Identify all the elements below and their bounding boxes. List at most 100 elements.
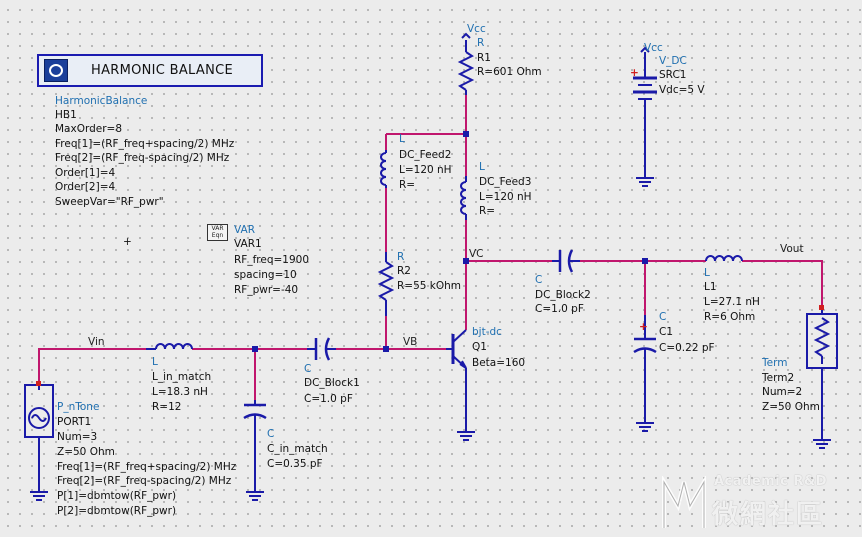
term2-port[interactable]	[806, 308, 838, 432]
c-in-match-type-label: C	[267, 428, 274, 440]
var-param-line: RF_pwr=-40	[234, 284, 298, 296]
c1-capacitor[interactable]	[633, 315, 657, 415]
dc-block1-value: C=1.0 pF	[304, 393, 353, 405]
dc-feed3-value: L=120 nH	[479, 191, 532, 203]
q1-bjt[interactable]	[446, 329, 467, 424]
dc-block1-name: DC_Block1	[304, 377, 360, 389]
dc-feed3-type-label: L	[479, 161, 485, 173]
port1-type-label: P_nTone	[57, 401, 99, 413]
ground-q1	[456, 423, 476, 441]
port1-params[interactable]: P_nTone PORT1 Num=3 Z=50 Ohm Freq[1]=(RF…	[57, 401, 237, 517]
hb-param-line: Freq[2]=(RF_freq-spacing/2) MHz	[55, 152, 230, 164]
vdc-name: SRC1	[659, 69, 686, 81]
junction-dots	[252, 131, 648, 352]
dc-feed3-inductor[interactable]	[460, 176, 467, 220]
dc-feed2-name: DC_Feed2	[399, 149, 451, 161]
term2-num: Num=2	[762, 386, 802, 398]
port1-param-line: PORT1	[57, 416, 91, 428]
port1-source[interactable]	[24, 383, 54, 484]
l-in-match-name: L_in_match	[152, 371, 211, 383]
junction-vb	[383, 346, 389, 352]
l1-type-label: L	[704, 267, 710, 279]
l-in-match-inductor[interactable]	[146, 343, 193, 350]
dc-block2-capacitor[interactable]	[552, 249, 580, 273]
crosshair-marker: +	[123, 236, 132, 248]
port1-param-line: Freq[1]=(RF_freq+spacing/2) MHz	[57, 461, 237, 473]
r2-type-label: R	[397, 251, 404, 263]
port1-pin	[36, 381, 41, 386]
ground-c1	[635, 414, 655, 432]
hb-params[interactable]: HarmonicBalance HB1 MaxOrder=8 Freq[1]=(…	[55, 95, 235, 208]
net-label-vb: VB	[403, 336, 417, 348]
c1-type-label: C	[659, 311, 666, 323]
hb-param-line: HB1	[55, 109, 77, 121]
r2-resistor[interactable]	[377, 252, 395, 316]
hb-param-line: Order[2]=4	[55, 181, 116, 193]
q1-name: Q1	[472, 341, 487, 353]
l1-name: L1	[704, 281, 717, 293]
r2-value: R=55 kOhm	[397, 280, 461, 292]
c-in-match-value: C=0.35 pF	[267, 458, 323, 470]
ground-port1	[29, 483, 49, 501]
dc-feed3-r: R=	[479, 205, 495, 217]
watermark-text: Academic R&D	[714, 474, 828, 489]
dc-block2-value: C=1.0 pF	[535, 303, 584, 315]
dc-feed2-value: L=120 nH	[399, 164, 452, 176]
dc-feed2-type-label: L	[399, 133, 405, 145]
vcc-marker-r1	[461, 32, 471, 39]
junction-c1	[642, 258, 648, 264]
c1-value: C=0.22 pF	[659, 342, 715, 354]
c1-name: C1	[659, 326, 673, 338]
ground-term2	[812, 431, 832, 449]
dc-block2-name: DC_Block2	[535, 289, 591, 301]
l1-r: R=6 Ohm	[704, 311, 755, 323]
ground-c-in-match	[245, 483, 265, 501]
var-param-line: spacing=10	[234, 269, 297, 281]
vdc-plus-sign: +	[630, 67, 639, 79]
l-in-match-type-label: L	[152, 356, 158, 368]
dc-feed2-inductor[interactable]	[380, 150, 387, 188]
hb-param-line: Freq[1]=(RF_freq+spacing/2) MHz	[55, 138, 235, 150]
var-param-line: RF_freq=1900	[234, 254, 309, 266]
watermark: Academic R&D 微網社區	[660, 474, 860, 534]
term2-name: Term2	[761, 372, 794, 384]
port1-param-line: Freq[2]=(RF_freq-spacing/2) MHz	[57, 475, 232, 487]
vdc-type-label: V_DC	[659, 55, 687, 67]
term2-impedance: Z=50 Ohm	[762, 401, 820, 413]
harmonic-balance-title: HARMONIC BALANCE	[91, 63, 233, 78]
net-label-vc: VC	[469, 248, 484, 260]
c-in-match-name: C_in_match	[267, 443, 328, 455]
c-in-match-capacitor[interactable]	[243, 400, 267, 484]
port1-param-line: P[1]=dbmtow(RF_pwr)	[57, 490, 176, 502]
port-pins	[36, 305, 824, 386]
dc-feed2-r: R=	[399, 179, 415, 191]
ground-vdc	[635, 169, 655, 187]
harmonic-balance-controller[interactable]: HARMONIC BALANCE	[37, 54, 263, 87]
r1-supply-label: Vcc	[467, 23, 486, 35]
l1-value: L=27.1 nH	[704, 296, 760, 308]
var-type-label: VAR	[234, 224, 255, 236]
r1-value: R=601 Ohm	[477, 66, 542, 78]
var-param-line: VAR1	[234, 238, 262, 250]
port1-param-line: P[2]=dbmtow(RF_pwr)	[57, 505, 176, 517]
net-label-vin: Vin	[88, 336, 105, 348]
var-params[interactable]: VAR VAR1 RF_freq=1900 spacing=10 RF_pwr=…	[234, 224, 309, 296]
l1-inductor[interactable]	[705, 255, 743, 262]
dc-block1-capacitor[interactable]	[307, 337, 336, 361]
q1-beta: Beta=160	[472, 357, 525, 369]
var-eqn-icon-text: VAR Eqn	[211, 225, 224, 239]
dc-block1-type-label: C	[304, 363, 311, 375]
var-eqn-icon[interactable]: VAR Eqn	[207, 224, 228, 241]
r1-resistor[interactable]	[457, 40, 475, 95]
vcc-marker-vdc	[640, 46, 650, 53]
l-in-match-value: L=18.3 nH	[152, 386, 208, 398]
l-in-match-r: R=12	[152, 401, 181, 413]
junction-vin-cin	[252, 346, 258, 352]
q1-type-label: bjt-dc	[472, 326, 502, 338]
junction-vc	[463, 258, 469, 264]
port1-param-line: Num=3	[57, 431, 97, 443]
hb-param-line: MaxOrder=8	[55, 123, 122, 135]
dc-feed3-name: DC_Feed3	[479, 176, 531, 188]
r1-name: R1	[477, 52, 491, 64]
vdc-source[interactable]	[633, 52, 657, 170]
